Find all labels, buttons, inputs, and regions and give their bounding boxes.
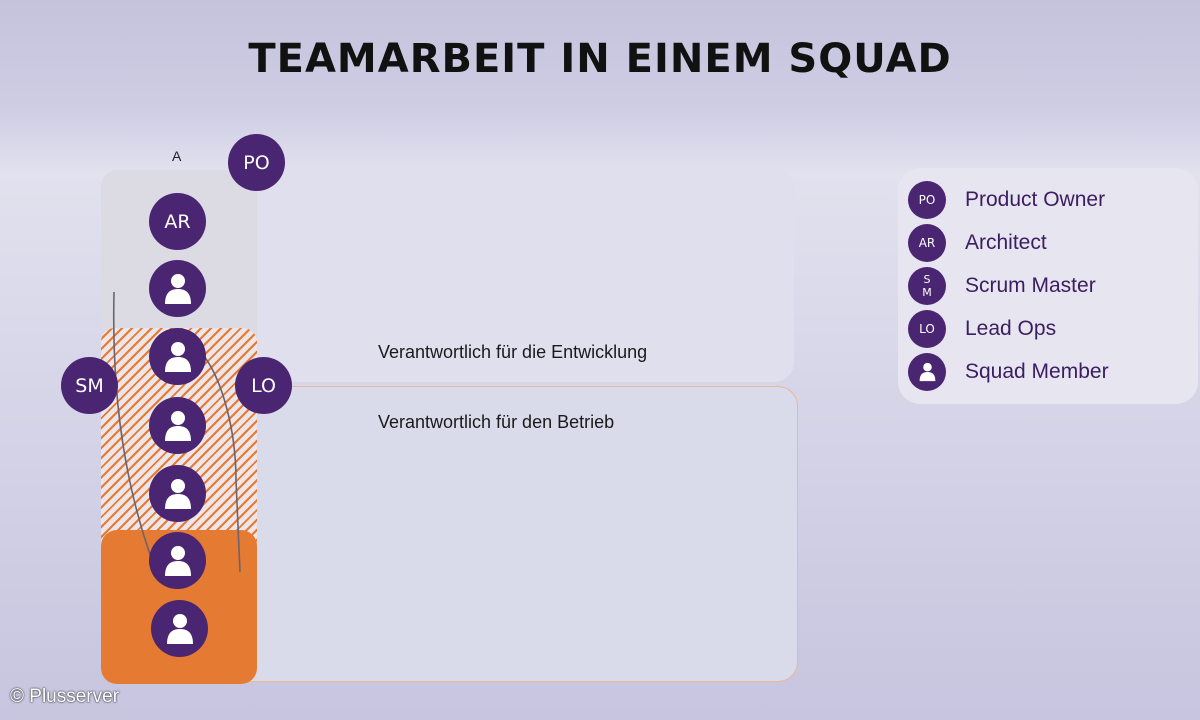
- legend-ar-icon: AR: [908, 224, 946, 262]
- operations-panel: [230, 386, 798, 682]
- legend-label: Product Owner: [965, 188, 1106, 211]
- squad-member-6: [151, 600, 208, 657]
- person-icon: [166, 613, 193, 644]
- diagram-title: TEAMARBEIT IN EINEM SQUAD: [248, 36, 952, 82]
- person-icon: [164, 478, 191, 509]
- legend-item-scrum-master: S M Scrum Master: [908, 266, 1096, 306]
- legend-item-lead-ops: LO Lead Ops: [908, 309, 1056, 349]
- legend-item-product-owner: PO Product Owner: [908, 180, 1105, 220]
- legend-po-icon: PO: [908, 181, 946, 219]
- person-icon: [164, 273, 191, 304]
- lead-ops-circle: LO: [235, 357, 292, 414]
- person-icon: [164, 410, 191, 441]
- product-owner-circle: PO: [228, 134, 285, 191]
- legend-label: Scrum Master: [965, 274, 1096, 297]
- legend-label: Architect: [965, 231, 1047, 254]
- squad-member-4: [149, 465, 206, 522]
- person-icon: [164, 341, 191, 372]
- operations-label: Verantwortlich für den Betrieb: [378, 412, 615, 432]
- person-icon: [908, 353, 946, 391]
- column-label: A: [172, 148, 182, 164]
- person-icon: [164, 545, 191, 576]
- legend-lo-icon: LO: [908, 310, 946, 348]
- squad-member-1: [149, 260, 206, 317]
- scrum-master-circle: SM: [61, 357, 118, 414]
- development-label: Verantwortlich für die Entwicklung: [378, 342, 648, 362]
- legend-label: Squad Member: [965, 360, 1109, 383]
- architect-circle: AR: [149, 193, 206, 250]
- development-panel: [230, 168, 794, 382]
- legend: PO Product Owner AR Architect S M Scrum …: [898, 168, 1198, 404]
- legend-item-squad-member: Squad Member: [908, 352, 1109, 392]
- squad-member-5: [149, 532, 206, 589]
- legend-item-architect: AR Architect: [908, 223, 1047, 263]
- legend-label: Lead Ops: [965, 317, 1057, 340]
- legend-sm-icon: S M: [908, 267, 946, 305]
- squad-member-2: [149, 328, 206, 385]
- squad-member-3: [149, 397, 206, 454]
- copyright-notice: © Plusserver: [10, 686, 120, 707]
